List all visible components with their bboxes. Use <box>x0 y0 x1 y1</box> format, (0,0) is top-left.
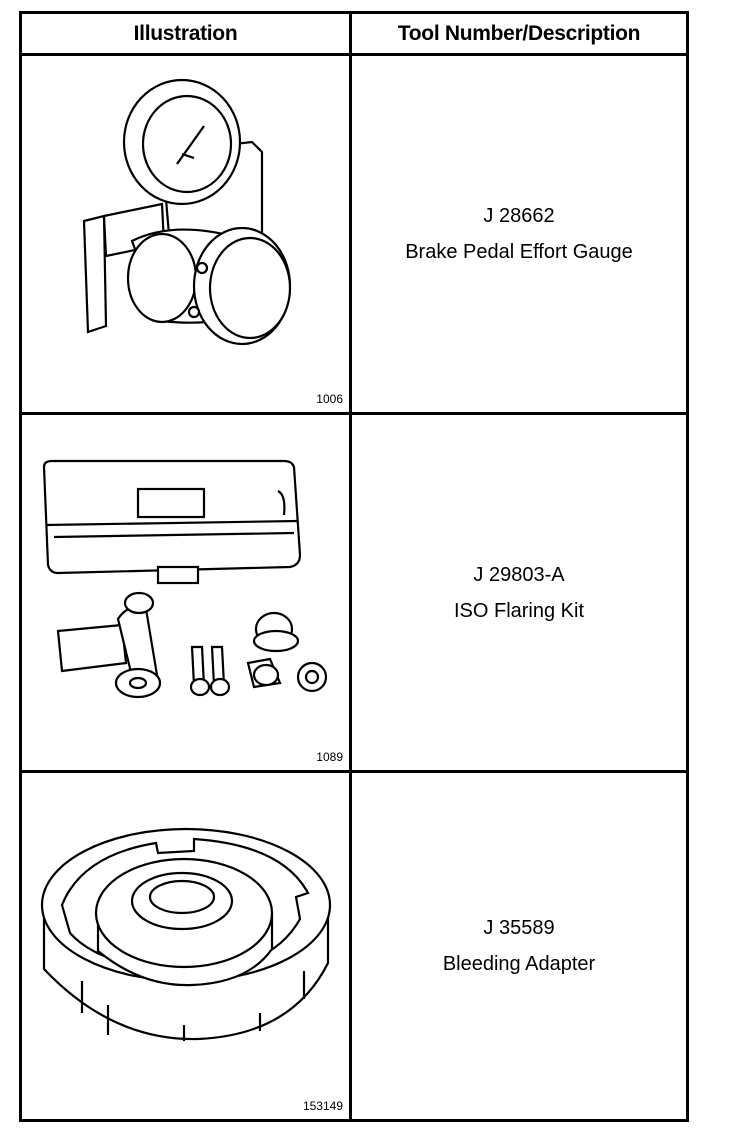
description-cell: J 28662 Brake Pedal Effort Gauge <box>352 56 686 412</box>
tool-number: J 29803-A <box>473 563 565 586</box>
bleeding-adapter-illustration <box>40 827 332 1041</box>
column-divider <box>349 14 352 1119</box>
description-cell: J 35589 Bleeding Adapter <box>352 773 686 1119</box>
figure-number: 153149 <box>302 1099 343 1113</box>
figure-number: 1006 <box>316 392 343 406</box>
row-divider <box>22 412 686 415</box>
tool-table: Illustration Tool Number/Description 100… <box>19 11 689 1122</box>
tool-number: J 28662 <box>483 205 555 227</box>
tool-description: ISO Flaring Kit <box>453 599 585 622</box>
tool-description: Brake Pedal Effort Gauge <box>405 241 633 263</box>
illustration-cell: 1006 <box>22 56 349 412</box>
pressure-gauge-illustration <box>82 78 292 346</box>
illustration-cell: 153149 <box>22 773 349 1119</box>
row-divider <box>22 770 686 773</box>
header-illustration: Illustration <box>133 21 238 45</box>
figure-number: 1089 <box>316 750 343 764</box>
header-tool-number-description: Tool Number/Description <box>397 21 641 45</box>
flaring-kit-illustration <box>42 459 328 699</box>
tool-number: J 35589 <box>483 917 555 939</box>
description-cell: J 29803-A ISO Flaring Kit <box>352 415 686 770</box>
header-divider <box>22 53 686 56</box>
tool-description: Bleeding Adapter <box>442 953 596 975</box>
illustration-cell: 1089 <box>22 415 349 770</box>
